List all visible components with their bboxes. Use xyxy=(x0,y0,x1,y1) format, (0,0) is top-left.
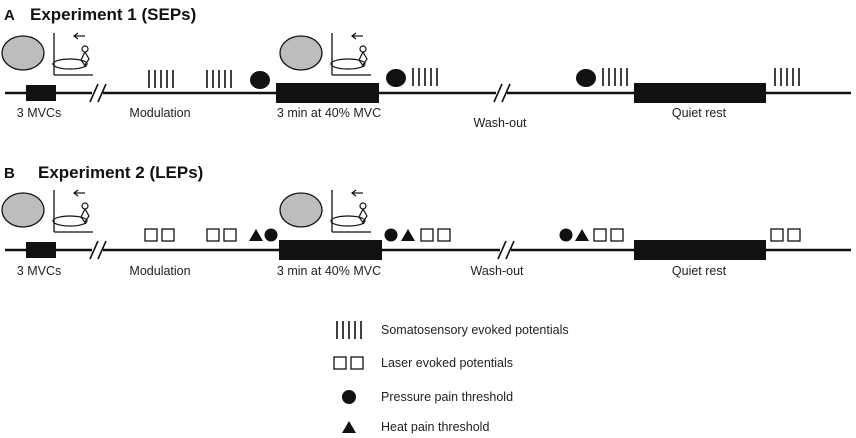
sep-marker xyxy=(148,69,174,89)
legend-label-hpt: Heat pain threshold xyxy=(381,420,489,434)
ppt-marker xyxy=(386,69,406,87)
subject-icon xyxy=(1,189,94,233)
hpt-marker xyxy=(249,229,263,241)
ppt-marker xyxy=(250,71,270,89)
experiment-2-panel: B Experiment 2 (LEPs) 3 MVCs Modulation … xyxy=(1,163,851,278)
open-square-icon xyxy=(333,356,364,370)
phase-label-modulation: Modulation xyxy=(129,264,190,278)
phase-label-washout: Wash-out xyxy=(470,264,524,278)
subject-icon xyxy=(1,32,94,76)
vertical-bars-icon xyxy=(336,320,362,340)
phase-label-washout: Wash-out xyxy=(473,116,527,130)
experiment-2-title: Experiment 2 (LEPs) xyxy=(38,163,203,182)
contraction-block xyxy=(279,240,382,260)
panel-letter-b: B xyxy=(4,165,15,182)
legend: Somatosensory evoked potentials Laser ev… xyxy=(333,320,569,434)
sep-marker xyxy=(412,67,438,87)
filled-triangle-icon xyxy=(342,421,356,433)
phase-label-mvcs: 3 MVCs xyxy=(17,106,61,120)
lep-marker xyxy=(593,228,624,242)
sep-marker xyxy=(206,69,232,89)
lep-marker xyxy=(770,228,801,242)
ppt-marker xyxy=(559,228,573,242)
subject-icon xyxy=(279,32,372,76)
lep-marker xyxy=(206,228,237,242)
mvc-block xyxy=(26,85,56,101)
hpt-marker xyxy=(401,229,415,241)
ppt-marker xyxy=(576,69,596,87)
phase-label-modulation: Modulation xyxy=(129,106,190,120)
experiment-1-title: Experiment 1 (SEPs) xyxy=(30,5,196,24)
phase-label-quiet-rest: Quiet rest xyxy=(672,264,727,278)
legend-label-sep: Somatosensory evoked potentials xyxy=(381,323,569,337)
hpt-marker xyxy=(575,229,589,241)
panel-letter-a: A xyxy=(4,7,15,24)
subject-icon xyxy=(279,189,372,233)
mvc-block xyxy=(26,242,56,258)
ppt-marker xyxy=(384,228,398,242)
quiet-rest-block xyxy=(634,83,766,103)
experiment-1-panel: A Experiment 1 (SEPs) 3 MVCs Modulation … xyxy=(1,5,851,130)
phase-label-contraction: 3 min at 40% MVC xyxy=(277,264,381,278)
legend-label-ppt: Pressure pain threshold xyxy=(381,390,513,404)
phase-label-contraction: 3 min at 40% MVC xyxy=(277,106,381,120)
lep-marker xyxy=(144,228,175,242)
sep-marker xyxy=(602,67,628,87)
phase-label-mvcs: 3 MVCs xyxy=(17,264,61,278)
phase-label-quiet-rest: Quiet rest xyxy=(672,106,727,120)
contraction-block xyxy=(276,83,379,103)
sep-marker xyxy=(774,67,800,87)
filled-circle-icon xyxy=(342,390,356,404)
quiet-rest-block xyxy=(634,240,766,260)
lep-marker xyxy=(420,228,451,242)
legend-label-lep: Laser evoked potentials xyxy=(381,356,513,370)
ppt-marker xyxy=(264,228,278,242)
